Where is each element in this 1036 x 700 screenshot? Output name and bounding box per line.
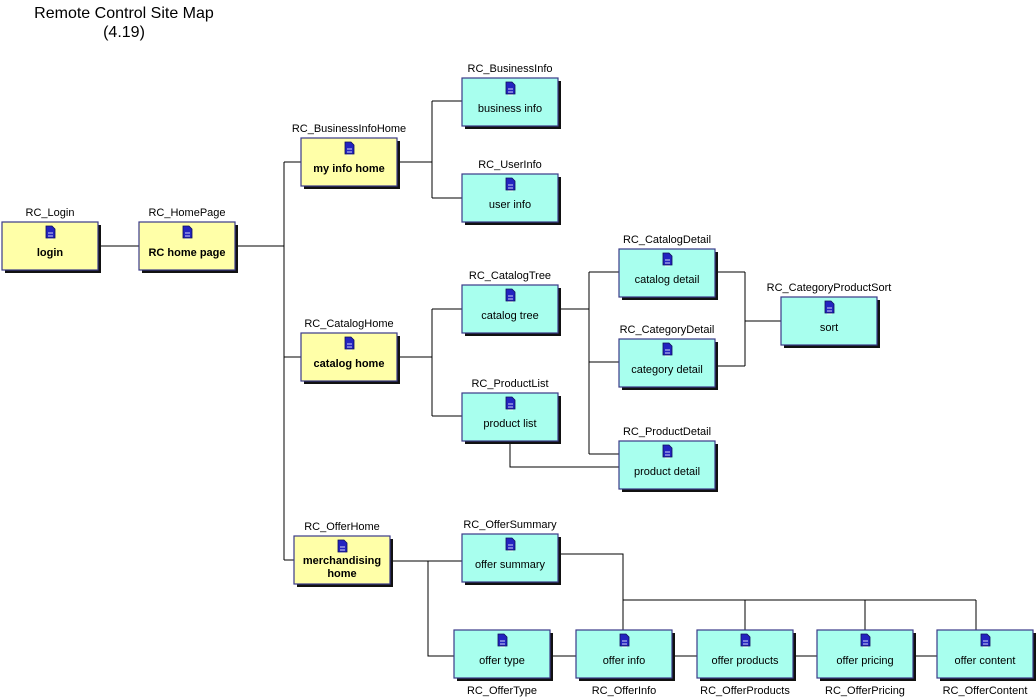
connector-offersummary-down [558, 553, 624, 600]
node-caption: RC_BusinessInfoHome [292, 123, 406, 135]
node-myinfo[interactable]: my info home RC_BusinessInfoHome [292, 123, 406, 189]
node-label: offer products [711, 655, 779, 667]
node-caption: RC_OfferHome [304, 521, 380, 533]
page-icon [662, 342, 673, 357]
node-label: offer summary [475, 559, 546, 571]
page-icon [505, 396, 516, 411]
page-icon [505, 81, 516, 96]
node-label: product detail [634, 466, 700, 478]
node-home[interactable]: RC home page RC_HomePage [138, 207, 238, 273]
node-caption: RC_ProductDetail [623, 426, 711, 438]
node-label: business info [478, 103, 542, 115]
page-icon [980, 633, 991, 648]
page-icon [45, 225, 56, 240]
node-caption: RC_OfferPricing [825, 685, 905, 697]
page-icon [505, 288, 516, 303]
node-caption: RC_OfferContent [943, 685, 1028, 697]
page-icon [337, 539, 348, 554]
node-categorydetail[interactable]: category detail RC_CategoryDetail [618, 324, 718, 390]
page-icon [344, 141, 355, 156]
page-icon [182, 225, 193, 240]
page-icon [662, 252, 673, 267]
node-caption: RC_BusinessInfo [468, 63, 553, 75]
node-label: sort [820, 322, 838, 334]
node-label: offer type [479, 655, 525, 667]
nodes: login RC_Login RC home page RC_HomePage my i… [1, 63, 1036, 697]
node-label: catalog tree [481, 310, 538, 322]
node-sort[interactable]: sort RC_CategoryProductSort [767, 282, 892, 348]
connectors [98, 100, 977, 657]
node-label: my info home [313, 163, 385, 175]
node-label: offer info [603, 655, 646, 667]
node-login[interactable]: login RC_Login [1, 207, 101, 273]
node-label: catalog home [314, 358, 385, 370]
node-caption: RC_OfferInfo [592, 685, 657, 697]
node-productdetail[interactable]: product detail RC_ProductDetail [618, 426, 718, 492]
node-box [461, 284, 559, 334]
page-icon [662, 444, 673, 459]
node-label: login [37, 247, 64, 259]
node-userinfo[interactable]: user info RC_UserInfo [461, 159, 561, 225]
page-icon [505, 537, 516, 552]
node-label: offer pricing [836, 655, 893, 667]
node-businessinfo[interactable]: business info RC_BusinessInfo [461, 63, 561, 129]
page-icon [505, 177, 516, 192]
node-caption: RC_ProductList [471, 378, 548, 390]
node-catalogtree[interactable]: catalog tree RC_CatalogTree [461, 270, 561, 336]
node-box [780, 296, 878, 346]
node-offersummary[interactable]: offer summary RC_OfferSummary [461, 519, 561, 585]
node-caption: RC_CatalogDetail [623, 234, 711, 246]
node-label: offer content [955, 655, 1016, 667]
node-catalogdetail[interactable]: catalog detail RC_CatalogDetail [618, 234, 718, 300]
node-label: product list [483, 418, 536, 430]
node-label: user info [489, 199, 531, 211]
node-caption: RC_CatalogTree [469, 270, 551, 282]
node-productlist[interactable]: product list RC_ProductList [461, 378, 561, 444]
node-caption: RC_OfferProducts [700, 685, 790, 697]
node-caption: RC_OfferType [467, 685, 537, 697]
node-box [618, 248, 716, 298]
connector-productlist-productdetail [509, 441, 619, 468]
node-label: catalog detail [635, 274, 700, 286]
page-icon [740, 633, 751, 648]
node-caption: RC_HomePage [148, 207, 225, 219]
page-icon [824, 300, 835, 315]
title-text: Remote Control Site Map [34, 5, 214, 22]
node-label: category detail [631, 364, 703, 376]
page-icon [619, 633, 630, 648]
node-caption: RC_CategoryProductSort [767, 282, 892, 294]
node-caption: RC_UserInfo [478, 159, 542, 171]
node-caption: RC_Login [26, 207, 75, 219]
diagram-title: Remote Control Site Map (4.19) [14, 4, 234, 42]
node-caption: RC_CatalogHome [304, 318, 393, 330]
page-icon [344, 336, 355, 351]
page-icon [497, 633, 508, 648]
version-text: (4.19) [103, 24, 145, 41]
node-caption: RC_OfferSummary [463, 519, 557, 531]
node-label: RC home page [148, 247, 225, 259]
node-catalog[interactable]: catalog home RC_CatalogHome [300, 318, 400, 384]
connector-offertype-bus [427, 561, 454, 657]
node-caption: RC_CategoryDetail [620, 324, 715, 336]
page-icon [860, 633, 871, 648]
